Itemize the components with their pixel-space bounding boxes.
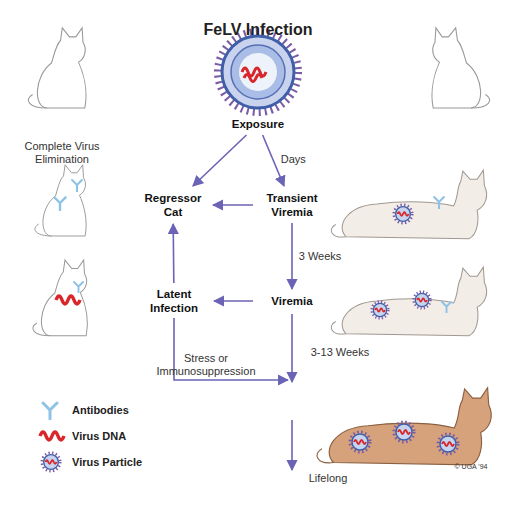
legend-virus-dna: [40, 432, 64, 440]
antibody-icon: [74, 282, 83, 292]
virus-illustration: [218, 32, 298, 112]
node-label: Transient Viremia: [256, 191, 328, 219]
node-label: Regressor Cat: [137, 191, 209, 219]
transition-arrow: [291, 223, 293, 289]
diagram-title: FeLV Infection: [158, 21, 358, 39]
sick-cat: [317, 388, 491, 465]
virus-particle-icon: [438, 434, 458, 454]
legend-label: Virus Particle: [72, 456, 142, 469]
virus-particle-icon: [350, 432, 370, 452]
state-node: Viremia: [256, 293, 328, 309]
virus-capsid: [231, 45, 285, 99]
virus-dna: [56, 296, 80, 304]
antibody-icon: [54, 197, 65, 210]
virus-particle-icon: [372, 302, 389, 319]
legend-antibody: [43, 403, 57, 419]
transition-arrow: [193, 135, 247, 186]
node-label: Exposure: [218, 117, 298, 131]
virus-spikes: [218, 32, 298, 112]
transition-arrow: [172, 224, 174, 283]
node-label: Latent Infection: [138, 287, 210, 315]
state-node: Transient Viremia: [256, 190, 328, 220]
edge-label: 3 Weeks: [299, 250, 342, 263]
regressor-cat: [35, 165, 86, 236]
annotation-label: Complete Virus Elimination: [12, 140, 112, 166]
virus-core: [239, 53, 277, 91]
legend-virus-particle: [42, 453, 60, 471]
antibody-icon: [442, 302, 451, 312]
transition-arrow: [213, 204, 253, 206]
virus-particle-icon: [414, 292, 431, 309]
latent-cat: [33, 260, 87, 336]
annotation-label: © UGA '94: [446, 462, 496, 471]
lifelong-arrow: [291, 420, 293, 470]
virus-envelope: [222, 36, 294, 108]
virus-particle-icon: [394, 205, 412, 223]
annotation-label: 3-13 Weeks: [300, 346, 380, 359]
node-label: Viremia: [256, 294, 328, 308]
cat-figure: [432, 28, 490, 108]
antibody-icon: [434, 197, 444, 208]
legend-label: Virus DNA: [72, 430, 126, 443]
viremic-cat: [331, 267, 486, 336]
transition-arrow: [214, 300, 253, 302]
edge-label: Days: [281, 152, 306, 165]
transient-cat: [331, 170, 486, 239]
antibody-icon: [72, 180, 82, 191]
exposed-cat: [28, 28, 86, 108]
annotation-label: Stress or Immunosuppression: [150, 352, 262, 378]
legend-label: Antibodies: [72, 404, 129, 417]
virus-particle-icon: [394, 422, 414, 442]
state-node: Latent Infection: [138, 286, 210, 316]
state-node: Exposure: [218, 116, 298, 132]
virus-dna: [242, 68, 266, 82]
state-node: Regressor Cat: [137, 190, 209, 220]
annotation-label: Lifelong: [298, 472, 358, 485]
exposed-cat: [432, 28, 490, 108]
progress-arrow: [291, 314, 293, 382]
